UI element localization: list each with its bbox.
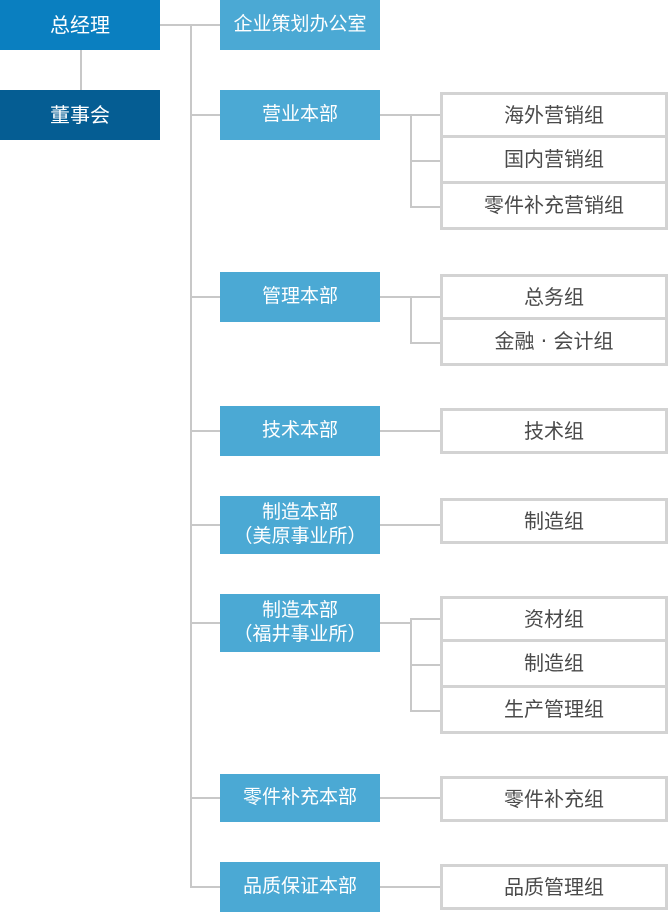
group-node: 零件补充组 bbox=[440, 776, 668, 822]
group-node: 品质管理组 bbox=[440, 864, 668, 910]
connector-department-branch bbox=[380, 622, 411, 624]
connector-branch-group bbox=[410, 342, 440, 344]
connector-department-group bbox=[380, 430, 440, 432]
department-node: 管理本部 bbox=[220, 272, 380, 322]
connector-group-branch-vertical bbox=[410, 297, 412, 344]
connector-spine-department bbox=[190, 296, 220, 298]
connector-department-group bbox=[380, 524, 440, 526]
group-node: 金融 · 会计组 bbox=[440, 320, 668, 366]
group-node: 总务组 bbox=[440, 274, 668, 320]
board-node: 董事会 bbox=[0, 90, 160, 140]
connector-spine-department bbox=[190, 524, 220, 526]
group-node: 技术组 bbox=[440, 408, 668, 454]
department-node: 制造本部 （美原事业所） bbox=[220, 496, 380, 554]
connector-spine-department bbox=[190, 430, 220, 432]
connector-spine-department bbox=[190, 114, 220, 116]
department-node: 技术本部 bbox=[220, 406, 380, 456]
group-node: 制造组 bbox=[440, 498, 668, 544]
group-node: 国内营销组 bbox=[440, 138, 668, 184]
connector-spine-department bbox=[190, 24, 220, 26]
department-node: 企业策划办公室 bbox=[220, 0, 380, 50]
connector-department-group bbox=[380, 797, 440, 799]
connector-spine-department bbox=[190, 797, 220, 799]
connector-branch-group bbox=[410, 664, 440, 666]
group-node: 制造组 bbox=[440, 642, 668, 688]
connector-top-board bbox=[80, 50, 82, 90]
connector-department-group bbox=[380, 886, 440, 888]
department-node: 零件补充本部 bbox=[220, 774, 380, 822]
group-node: 零件补充营销组 bbox=[440, 184, 668, 230]
connector-top-spine bbox=[160, 24, 192, 26]
connector-branch-group bbox=[410, 160, 440, 162]
connector-main-spine bbox=[190, 24, 192, 888]
group-node: 生产管理组 bbox=[440, 688, 668, 734]
group-node: 资材组 bbox=[440, 596, 668, 642]
department-node: 制造本部 （福井事业所） bbox=[220, 594, 380, 652]
connector-branch-group bbox=[410, 618, 440, 620]
connector-branch-group bbox=[410, 710, 440, 712]
group-node: 海外营销组 bbox=[440, 92, 668, 138]
connector-branch-group bbox=[410, 114, 440, 116]
connector-branch-group bbox=[410, 296, 440, 298]
top-node-president: 总经理 bbox=[0, 0, 160, 50]
connector-spine-department bbox=[190, 622, 220, 624]
department-node: 品质保证本部 bbox=[220, 862, 380, 912]
connector-branch-group bbox=[410, 206, 440, 208]
connector-department-branch bbox=[380, 296, 411, 298]
connector-department-branch bbox=[380, 114, 411, 116]
connector-spine-department bbox=[190, 886, 220, 888]
department-node: 营业本部 bbox=[220, 90, 380, 140]
